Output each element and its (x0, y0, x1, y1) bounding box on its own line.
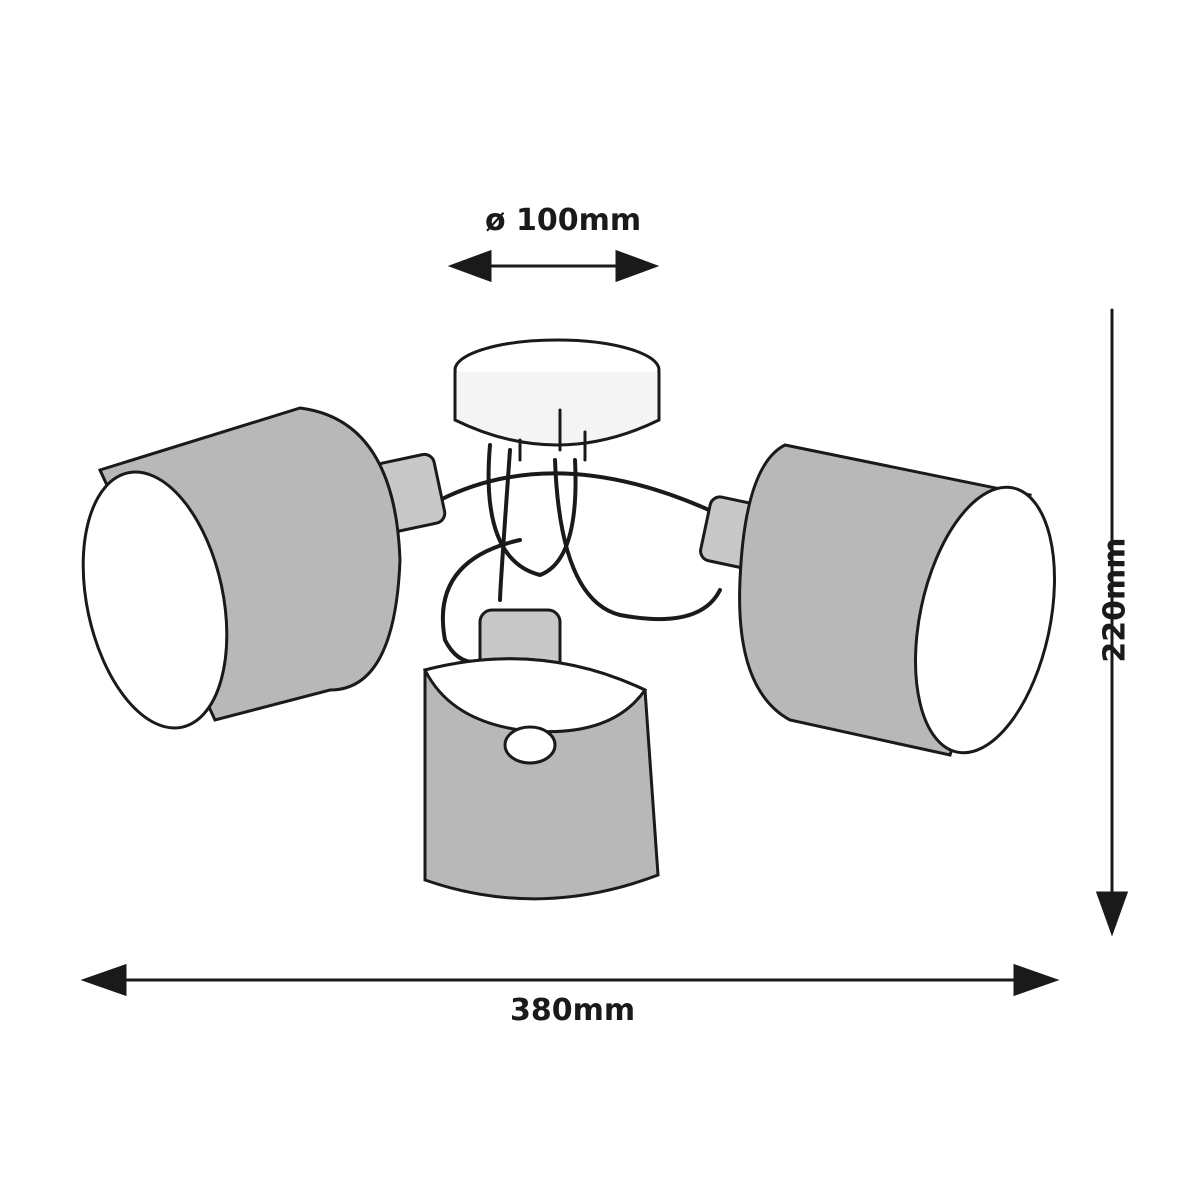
dimension-arrow-height (1095, 308, 1129, 937)
height-label: 220mm (1097, 537, 1133, 663)
ceiling-canopy (453, 338, 661, 462)
width-label: 380mm (510, 993, 636, 1028)
dimension-arrow-canopy (447, 249, 660, 283)
lamp-shade-left (81, 406, 447, 730)
dimension-arrow-width (80, 963, 1060, 997)
lamp-shade-center (422, 608, 660, 901)
canopy-diameter-label: ø 100mm (485, 203, 642, 238)
lamp-shade-right (699, 443, 1056, 757)
lamp-arms (438, 443, 722, 665)
